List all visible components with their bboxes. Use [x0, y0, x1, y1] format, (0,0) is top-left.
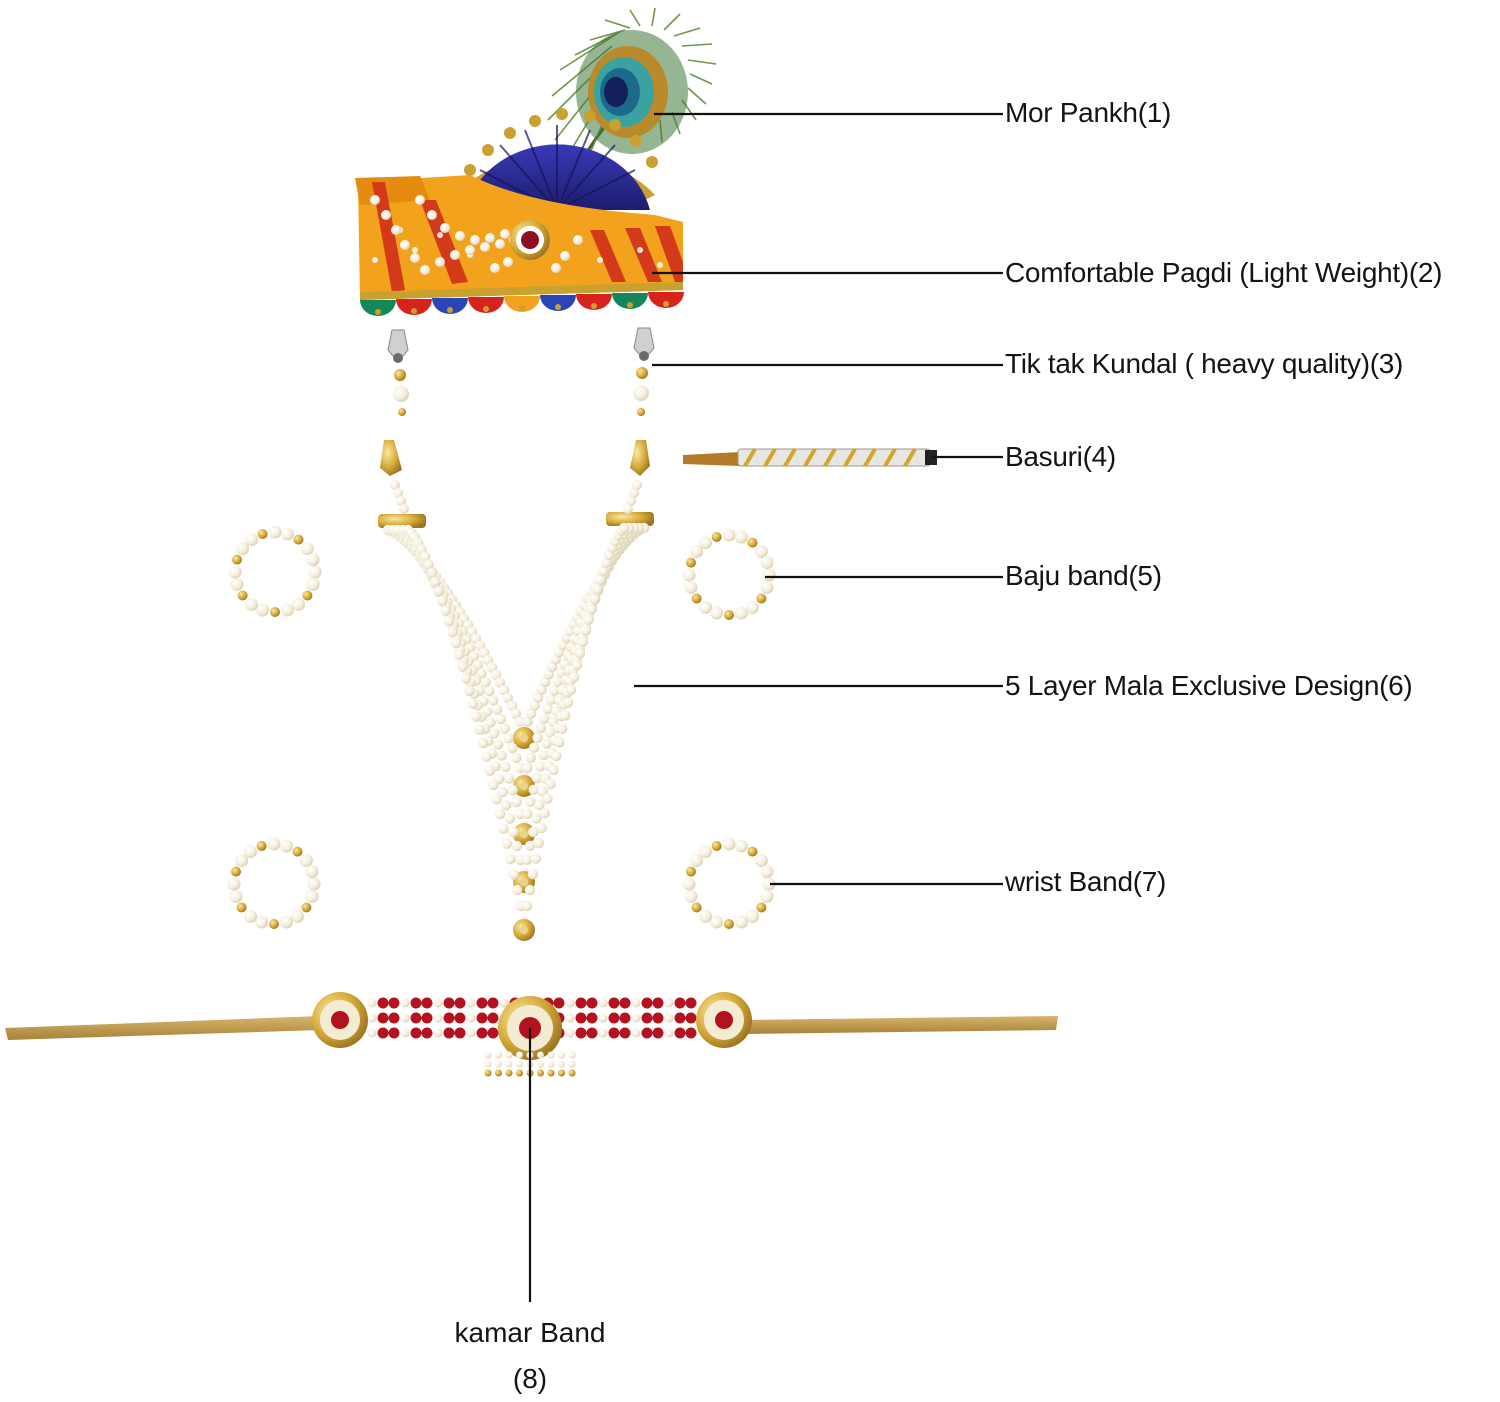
- label-pagdi: Comfortable Pagdi (Light Weight)(2): [1005, 257, 1443, 288]
- flute-icon: [683, 447, 937, 468]
- waist-belt-icon: [5, 992, 1058, 1077]
- label-kamar-band: kamar Band (8): [430, 1310, 630, 1402]
- earring-icon: [387, 327, 655, 416]
- necklace-icon: [378, 440, 654, 941]
- label-mor-pankh: Mor Pankh(1): [1005, 97, 1172, 128]
- label-kamar-band-name: kamar Band: [454, 1317, 606, 1348]
- label-mala: 5 Layer Mala Exclusive Design(6): [1005, 670, 1413, 701]
- label-kamar-band-number: (8): [512, 1363, 548, 1394]
- label-wrist-band: wrist Band(7): [1005, 866, 1167, 897]
- label-basuri: Basuri(4): [1005, 441, 1116, 472]
- armlet-icon: [227, 525, 776, 929]
- label-kundal: Tik tak Kundal ( heavy quality)(3): [1005, 348, 1404, 379]
- turban-icon: [355, 108, 684, 316]
- leader-lines: [528, 112, 1003, 1302]
- label-baju-band: Baju band(5): [1005, 560, 1162, 591]
- peacock-feather-icon: [547, 7, 717, 201]
